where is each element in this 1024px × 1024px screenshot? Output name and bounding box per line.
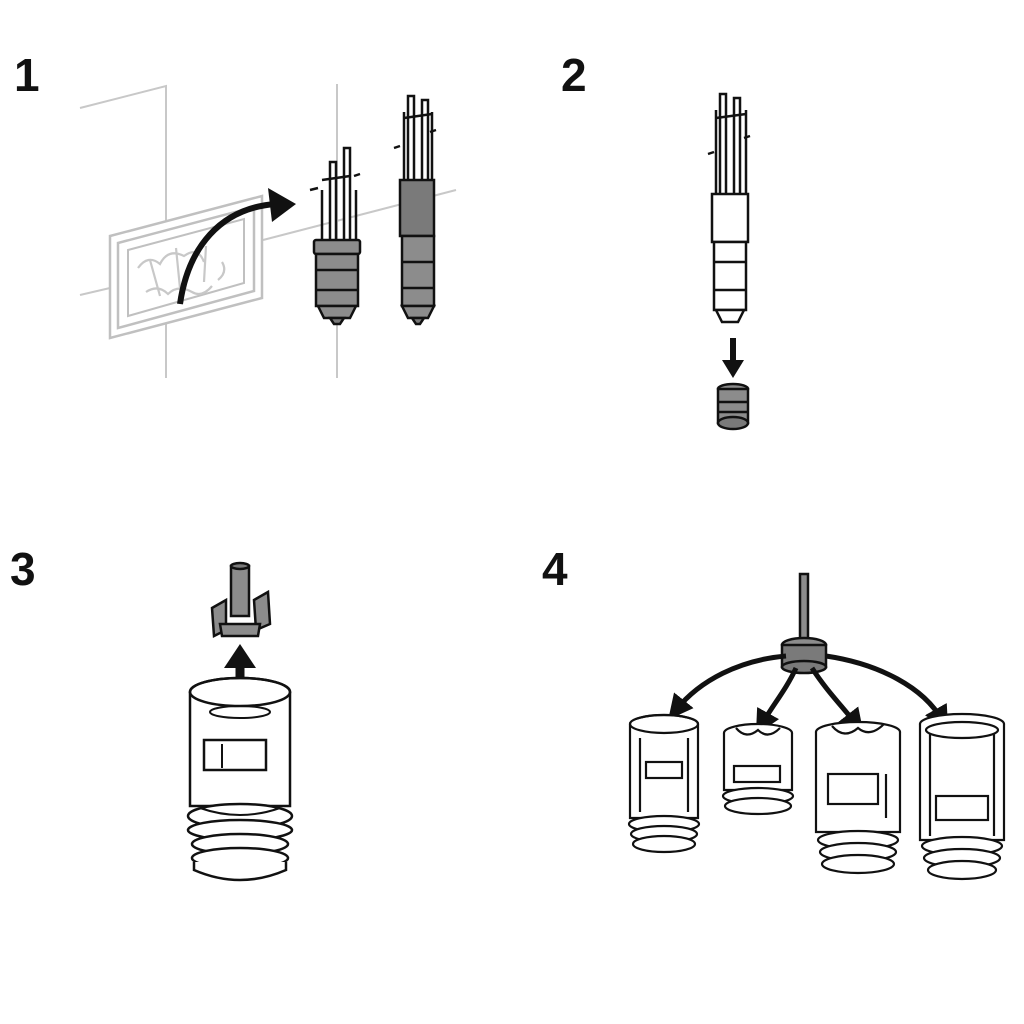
valve-body-b bbox=[721, 722, 795, 816]
small-valve-base bbox=[716, 382, 750, 431]
flush-plate-opening bbox=[108, 194, 264, 340]
valve-body-a bbox=[627, 713, 701, 854]
insert-hub bbox=[780, 572, 828, 675]
step-4-arrows bbox=[668, 653, 949, 735]
valve-body-d bbox=[918, 712, 1006, 881]
insert-piece bbox=[210, 561, 272, 638]
step-number-2: 2 bbox=[561, 49, 587, 101]
step-number-3: 3 bbox=[10, 543, 36, 595]
valve-body-clear bbox=[186, 676, 294, 882]
valve-body-c bbox=[814, 720, 902, 875]
step-1-arrow bbox=[177, 201, 277, 305]
step-2-arrow-head bbox=[722, 360, 744, 378]
new-flush-valve-tall bbox=[393, 94, 437, 326]
step-number-1: 1 bbox=[14, 49, 40, 101]
step-1-arrow-head bbox=[268, 188, 296, 222]
flush-valve-outline bbox=[707, 92, 751, 324]
old-flush-valve-short bbox=[309, 146, 362, 326]
step-number-4: 4 bbox=[542, 543, 568, 595]
step-3-arrow-head bbox=[224, 644, 256, 668]
